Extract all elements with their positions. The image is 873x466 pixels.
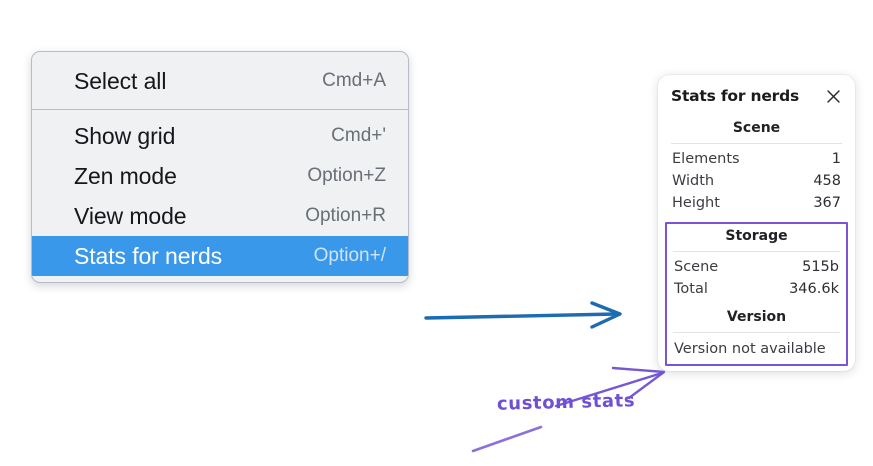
- version-value: Version not available: [674, 341, 826, 357]
- menu-item-shortcut: Option+Z: [307, 165, 386, 186]
- menu-item-label: Show grid: [74, 122, 176, 149]
- close-icon[interactable]: [825, 88, 842, 105]
- stat-value: 1: [831, 151, 841, 167]
- menu-group-1: Select all Cmd+A: [32, 52, 408, 109]
- stat-row-storage-scene: Scene 515b: [671, 256, 842, 278]
- stat-key: Scene: [674, 259, 719, 275]
- menu-item-view-mode[interactable]: View mode Option+R: [32, 196, 408, 236]
- stats-panel-title: Stats for nerds: [671, 87, 800, 105]
- blue-arrow-icon: [424, 301, 622, 329]
- menu-item-show-grid[interactable]: Show grid Cmd+': [32, 116, 408, 156]
- stats-panel-titlebar: Stats for nerds: [669, 87, 844, 105]
- menu-divider: [32, 109, 408, 110]
- menu-group-2: Show grid Cmd+' Zen mode Option+Z View m…: [32, 110, 408, 282]
- menu-item-stats-for-nerds[interactable]: Stats for nerds Option+/: [32, 236, 408, 276]
- version-section-heading: Version: [726, 309, 787, 325]
- stat-value: 367: [813, 195, 841, 211]
- stat-row-width: Width 458: [669, 170, 844, 192]
- menu-item-label: Zen mode: [74, 162, 177, 189]
- menu-item-shortcut: Option+R: [305, 205, 386, 226]
- stat-row-height: Height 367: [669, 192, 844, 214]
- menu-item-label: Stats for nerds: [74, 242, 223, 269]
- menu-item-shortcut: Cmd+A: [322, 70, 386, 91]
- menu-item-zen-mode[interactable]: Zen mode Option+Z: [32, 156, 408, 196]
- stat-value: 515b: [802, 259, 839, 275]
- stat-value: 346.6k: [789, 281, 839, 297]
- stat-row-storage-total: Total 346.6k: [671, 278, 842, 300]
- stat-key: Total: [674, 281, 708, 297]
- purple-arrow-icon: [554, 366, 666, 408]
- section-rule: [673, 251, 840, 252]
- menu-item-label: View mode: [74, 202, 187, 229]
- menu-item-label: Select all: [74, 67, 167, 94]
- annotation-label-custom-stats: custom stats: [496, 390, 636, 415]
- section-rule: [671, 143, 842, 144]
- menu-item-shortcut: Cmd+': [331, 125, 386, 146]
- context-menu[interactable]: Select all Cmd+A Show grid Cmd+' Zen mod…: [31, 51, 409, 283]
- storage-section-heading: Storage: [725, 228, 788, 244]
- custom-stats-highlight-box: Storage Scene 515b Total 346.6k Version …: [665, 222, 848, 366]
- scene-section-heading: Scene: [732, 120, 781, 136]
- stat-row-elements: Elements 1: [669, 148, 844, 170]
- stats-for-nerds-panel: Stats for nerds Scene Elements 1 Width 4…: [658, 75, 855, 371]
- stat-key: Width: [672, 173, 715, 189]
- purple-underline-stroke: [471, 425, 543, 453]
- stat-key: Height: [672, 195, 720, 211]
- menu-item-select-all[interactable]: Select all Cmd+A: [32, 61, 408, 101]
- menu-item-shortcut: Option+/: [313, 245, 386, 266]
- stat-value: 458: [813, 173, 841, 189]
- section-rule: [673, 332, 840, 333]
- stat-key: Elements: [672, 151, 740, 167]
